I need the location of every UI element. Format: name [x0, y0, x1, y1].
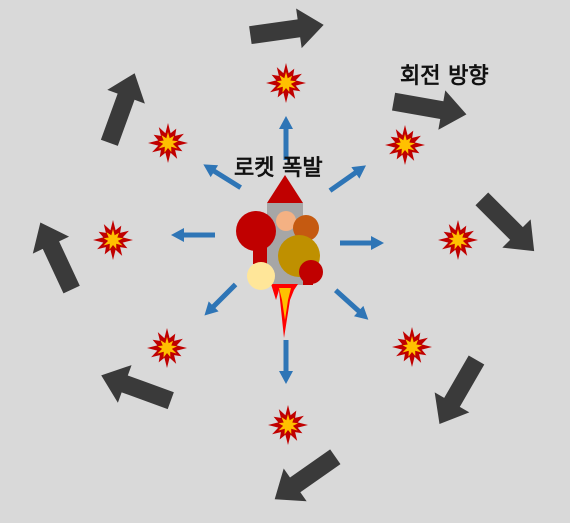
thick-dark-arrow-icon — [94, 356, 178, 420]
debris-circle-icon — [299, 260, 323, 284]
thick-dark-arrow-icon — [90, 66, 154, 150]
rocket-nose — [267, 175, 303, 203]
burst-inner — [157, 337, 178, 358]
explosion-burst-icon — [266, 63, 306, 103]
burst-inner — [448, 229, 469, 250]
blue-arrow-icon — [325, 159, 371, 197]
debris-circle-icon — [247, 262, 275, 290]
explosion-burst-icon — [147, 328, 187, 368]
burst-inner — [276, 72, 297, 93]
thick-dark-arrow-icon — [22, 214, 90, 298]
explosion-burst-icon — [385, 125, 425, 165]
explosion-burst-icon — [148, 123, 188, 163]
debris-circle-icon — [293, 215, 319, 241]
burst-inner — [402, 336, 423, 357]
blue-arrow-icon — [171, 228, 215, 242]
explosion-burst-icon — [93, 220, 133, 260]
explosion-bursts — [93, 63, 478, 445]
thick-dark-arrow-icon — [467, 184, 549, 266]
blue-arrow-icon — [199, 279, 241, 321]
debris-circle-icon — [276, 211, 296, 231]
debris-stem — [253, 248, 260, 264]
blue-arrow-icon — [340, 236, 384, 250]
burst-inner — [395, 134, 416, 155]
blue-arrow-icon — [279, 340, 293, 384]
thick-dark-arrow-icon — [263, 440, 347, 516]
thick-dark-arrow-icon — [247, 5, 327, 55]
flame-inner — [279, 288, 291, 320]
explosion-burst-icon — [268, 405, 308, 445]
explosion-burst-icon — [392, 327, 432, 367]
rocket-icon — [236, 175, 323, 338]
blue-arrow-icon — [330, 285, 374, 325]
explosion-burst-icon — [438, 220, 478, 260]
debris-circle-icon — [236, 211, 276, 251]
rotation-direction-label: 회전 방향 — [400, 64, 489, 89]
burst-inner — [278, 414, 299, 435]
thick-dark-arrow-icon — [422, 349, 494, 435]
rocket-explosion-label: 로켓 폭발 — [234, 156, 323, 181]
burst-inner — [158, 132, 179, 153]
burst-inner — [103, 229, 124, 250]
